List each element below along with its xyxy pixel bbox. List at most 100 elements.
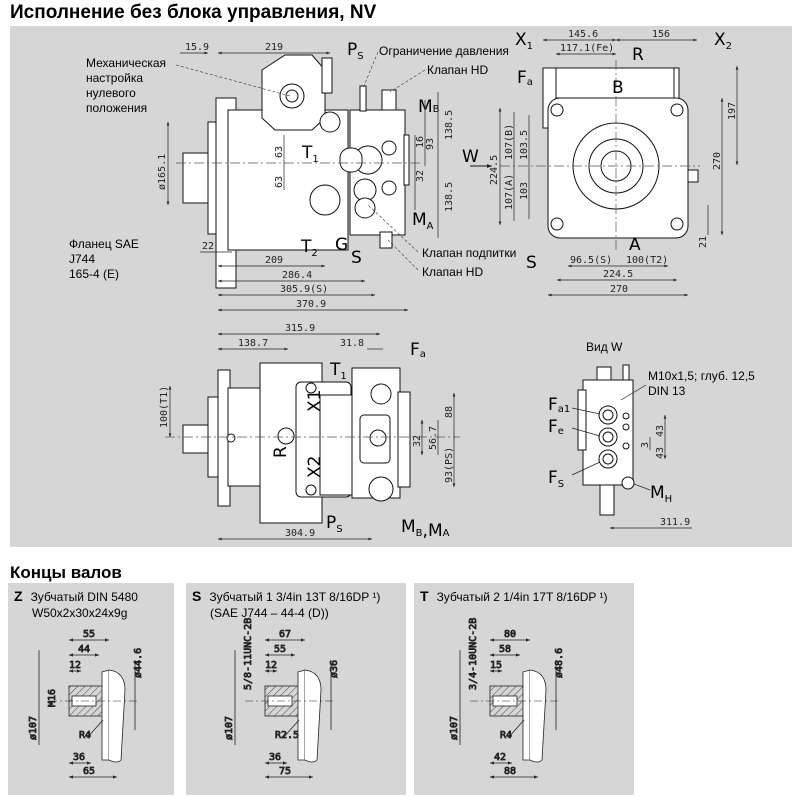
label-make-up-valve: Клапан подпитки	[422, 246, 517, 260]
label-line: настройка	[86, 71, 144, 85]
dim-22: 22	[202, 241, 214, 252]
port-R: R	[632, 45, 644, 65]
shaft-desc: Зубчатый 1 3/4in 13T 8/16DP ¹)	[209, 590, 381, 604]
label-pressure-limit: Ограничение давления	[379, 44, 509, 58]
dim-56-7: 56.7	[428, 426, 439, 450]
label-valve-hd-top: Клапан HD	[427, 63, 489, 77]
dim-370-9: 370.9	[296, 299, 326, 310]
dim-219: 219	[265, 42, 283, 53]
shaft-housing	[108, 669, 126, 763]
dim-224-5-v: 224.5	[489, 155, 500, 185]
label-line: M10x1,5; глуб. 12,5	[648, 369, 755, 383]
leader-line	[86, 719, 104, 739]
front-view-pump	[542, 67, 699, 239]
dim-305-9: 305.9(S)	[280, 284, 328, 295]
dim-thread: M16	[47, 689, 58, 707]
dim-thread: 5/8-11UNC-2B	[243, 618, 254, 690]
label-line: нулевого	[86, 86, 136, 100]
dim-small: 12	[265, 660, 277, 671]
dim-21: 21	[698, 236, 709, 248]
dim-small: 12	[69, 660, 81, 671]
dim-209: 209	[265, 255, 283, 266]
dim-107-A: 107(A)	[504, 174, 515, 210]
dim-138-7: 138.7	[238, 338, 268, 349]
dim-diameter: ø48.6	[554, 648, 565, 678]
dim-138-5-a: 138.5	[444, 110, 455, 140]
label-line: положения	[86, 101, 148, 115]
dim-311-9: 311.9	[660, 517, 690, 528]
dim-63-a: 63	[274, 146, 285, 158]
dim-145-6: 145.6	[568, 29, 598, 40]
dim-radius: R4	[500, 730, 512, 741]
dim-radius: R2.5	[275, 730, 299, 741]
dim-103-5: 103.5	[519, 130, 530, 160]
dim-bore: ø107	[449, 716, 460, 740]
front-view-dimensions	[498, 38, 739, 297]
dim-270-v: 270	[712, 152, 723, 170]
port-X1-top: X1	[305, 390, 325, 412]
dim-diameter: ø36	[329, 660, 340, 678]
dim-156: 156	[652, 29, 670, 40]
port-S-front: S	[526, 253, 537, 273]
shaft-housing	[529, 669, 547, 763]
dim-93-PS: 93(PS)	[444, 447, 455, 483]
dim-low: 36	[73, 752, 85, 763]
dim-96-5: 96.5(S)	[570, 255, 612, 266]
view-w-dimensions	[571, 384, 692, 530]
dim-100-T1: 100(T1)	[159, 386, 170, 428]
shaft-housing	[304, 669, 322, 763]
dim-bottom: 88	[504, 766, 516, 777]
dim-100-T2: 100(T2)	[626, 255, 668, 266]
leader-lines	[175, 51, 426, 271]
dim-total: 80	[504, 629, 516, 640]
side-view-dimensions	[166, 51, 439, 312]
dim-mid: 55	[274, 644, 286, 655]
dim-270-h: 270	[610, 284, 628, 295]
side-view-pump	[182, 54, 410, 289]
label-line: 165-4 (E)	[69, 267, 120, 281]
label-line: DIN 13	[648, 384, 686, 398]
dim-low: 42	[494, 752, 506, 763]
dim-93: 93	[425, 138, 436, 150]
dim-43-b: 43	[655, 447, 666, 459]
dim-bore: ø107	[224, 716, 235, 740]
dim-63-b: 63	[274, 176, 285, 188]
shaft-desc: Зубчатый DIN 5480	[30, 590, 138, 604]
shaft-desc: Зубчатый 2 1/4in 17T 8/16DP ¹)	[436, 590, 608, 604]
top-view-dimensions	[168, 332, 456, 541]
dim-31-8: 31.8	[340, 338, 364, 349]
shaft-T-header: T Зубчатый 2 1/4in 17T 8/16DP ¹)	[420, 588, 608, 605]
dim-88: 88	[444, 406, 455, 418]
view-arrow-W: W	[462, 147, 479, 167]
shaft-flange	[522, 669, 531, 761]
dim-total: 67	[279, 629, 291, 640]
leader-line	[507, 719, 525, 739]
dim-117-1: 117.1(Fe)	[560, 43, 614, 54]
label-flange: Фланец SAE J744 165-4 (E)	[69, 237, 139, 282]
shaft-code: T	[420, 588, 429, 604]
port-X2-top: X2	[305, 456, 325, 478]
label-line: Механическая	[86, 56, 167, 70]
dim-bottom: 65	[83, 766, 95, 777]
dim-138-5-b: 138.5	[444, 182, 455, 212]
dim-304-9: 304.9	[285, 528, 315, 539]
shaft-flange	[101, 669, 110, 761]
label-mech-adjust: Механическая настройка нулевого положени…	[86, 56, 166, 116]
dim-diameter: ø44.6	[133, 648, 144, 678]
view-w-title: Вид W	[586, 340, 623, 354]
dim-thread: 3/4-10UNC-2B	[468, 618, 479, 690]
dim-radius: R4	[79, 730, 91, 741]
label-B: B	[612, 78, 624, 98]
port-S: S	[351, 248, 362, 268]
dim-low: 36	[269, 752, 281, 763]
dim-mid: 44	[78, 644, 90, 655]
label-line: Фланец SAE	[69, 237, 139, 251]
dim-32: 32	[415, 170, 426, 182]
dim-197: 197	[727, 102, 738, 120]
shaft-desc: W50x2x30x24x9g	[32, 606, 128, 620]
